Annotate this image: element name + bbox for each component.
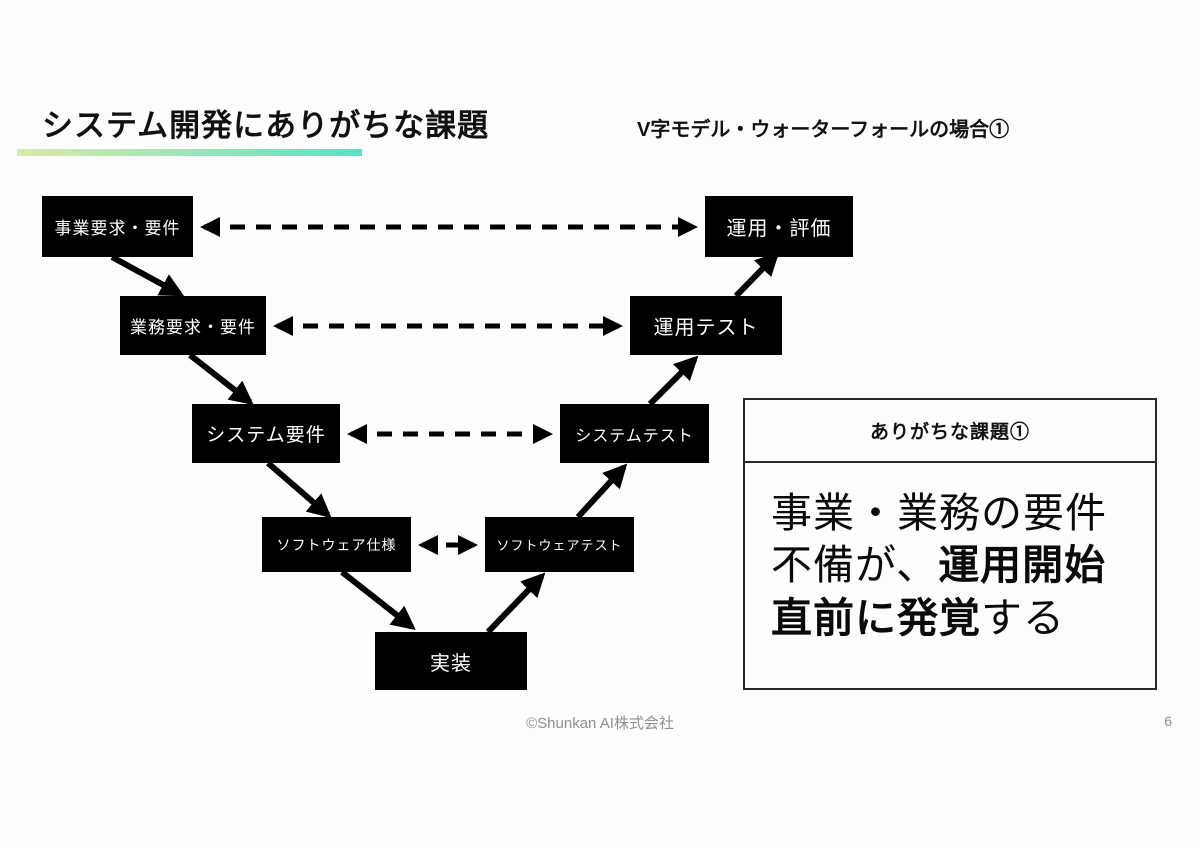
arrow-bizreq-to-workreq	[110, 254, 185, 297]
page-title: システム開発にありがちな課題	[42, 108, 490, 143]
issue-text-segment: する	[981, 594, 1065, 641]
issue-callout-header: ありがちな課題①	[745, 400, 1155, 463]
arrow-impl-to-swtest	[485, 572, 546, 635]
arrow-swspec-to-impl	[340, 569, 416, 630]
vmodel-box-business-requirements: 事業要求・要件	[42, 196, 193, 257]
vmodel-box-system-test: システムテスト	[560, 404, 709, 463]
vmodel-box-implementation: 実装	[375, 632, 527, 690]
issue-callout-box: ありがちな課題① 事業・業務の要件不備が、運用開始直前に発覚する	[743, 398, 1157, 690]
issue-text-segment: 事業・業務の要件不備が、	[771, 490, 1107, 589]
page-number: 6	[1164, 713, 1172, 729]
footer-credit: ©Shunkan AI株式会社	[526, 715, 674, 732]
vmodel-box-operation-test: 運用テスト	[630, 296, 782, 355]
arrow-swtest-to-systest	[575, 463, 628, 520]
issue-callout-body: 事業・業務の要件不備が、運用開始直前に発覚する	[745, 463, 1155, 644]
slide-subtitle: V字モデル・ウォーターフォールの場合①	[637, 119, 1010, 141]
arrow-systest-to-opetest	[647, 355, 699, 407]
issue-text-segment-bold: 運用開始直前に発覚	[771, 542, 1107, 641]
arrow-sysreq-to-swspec	[266, 460, 332, 519]
vmodel-box-operation-evaluation: 運用・評価	[705, 196, 853, 257]
vmodel-box-software-spec: ソフトウェア仕様	[262, 517, 411, 572]
vmodel-box-work-requirements: 業務要求・要件	[120, 296, 266, 355]
vmodel-box-system-requirements: システム要件	[192, 404, 340, 463]
arrow-opetest-to-opeeval	[733, 251, 780, 299]
arrow-workreq-to-sysreq	[188, 352, 254, 405]
vmodel-box-software-test: ソフトウェアテスト	[485, 517, 634, 572]
title-underline-gradient	[17, 149, 362, 156]
